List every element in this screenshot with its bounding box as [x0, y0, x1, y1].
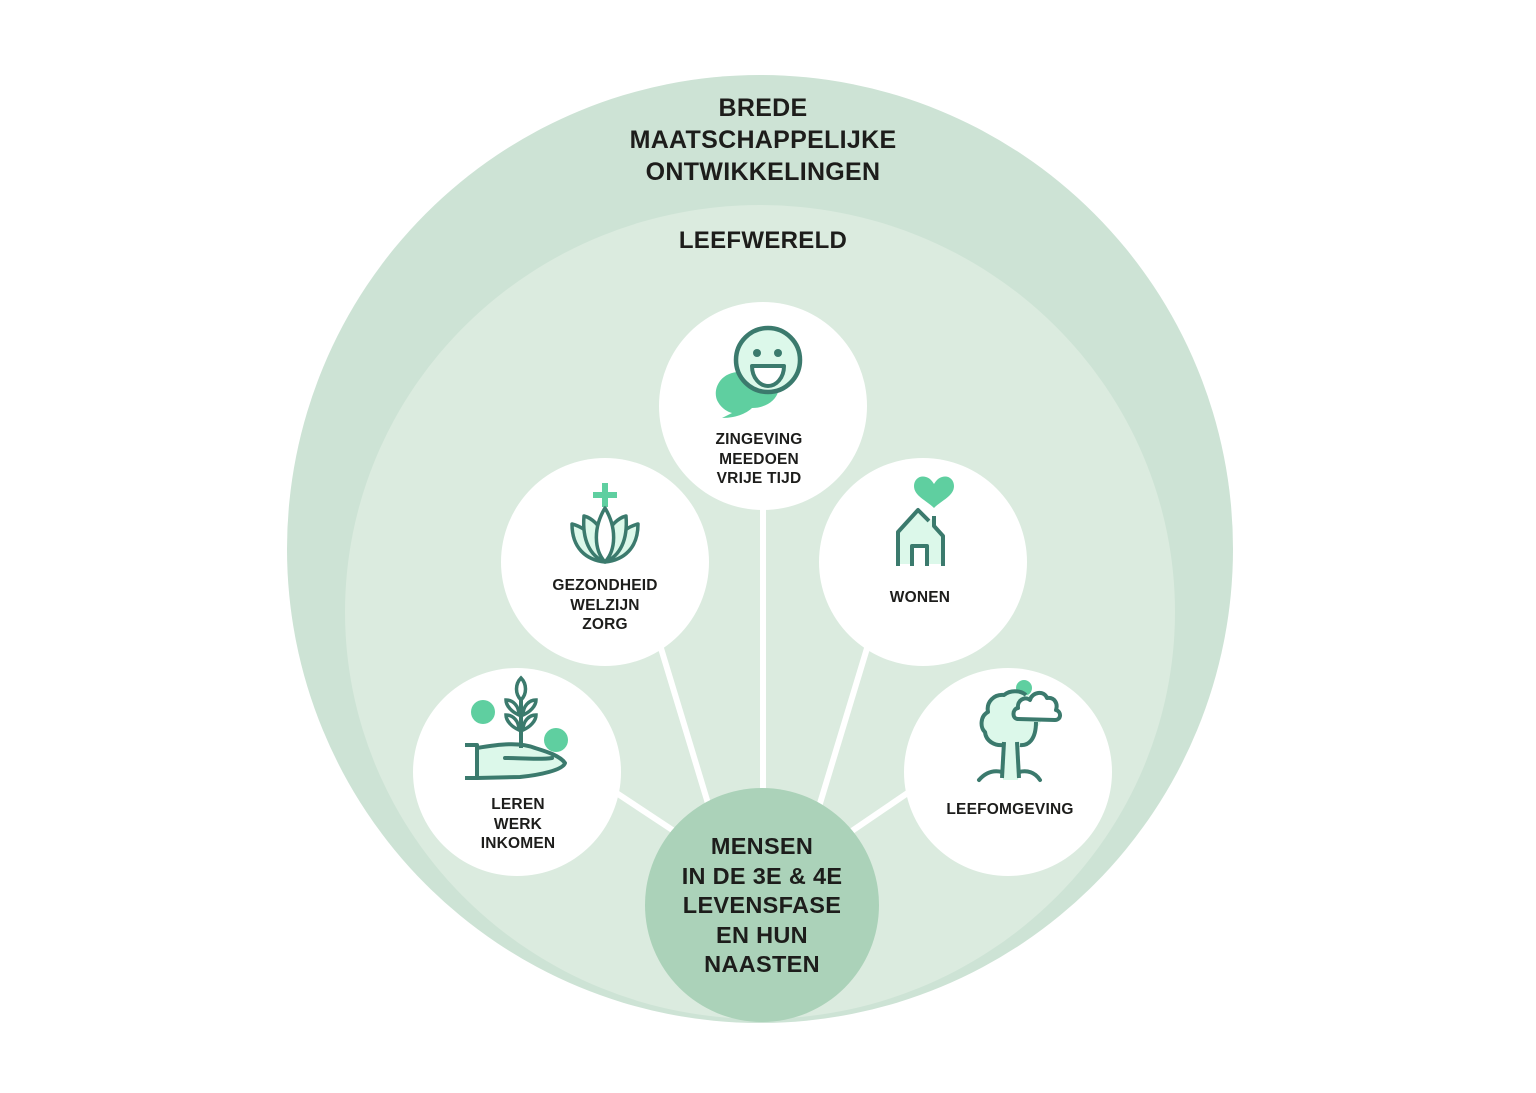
- lotus-cross-icon: [570, 483, 640, 564]
- house-heart-icon: [896, 476, 954, 566]
- node-label-line: WERK: [493, 815, 543, 833]
- node-label-line: LEREN: [491, 796, 545, 813]
- node-label-wonen: WONEN: [890, 588, 950, 608]
- connector-leren: [610, 787, 682, 838]
- node-label-line: WELZIJN: [570, 596, 640, 614]
- center-label-line: IN DE 3E & 4E: [681, 862, 843, 889]
- center-circle: [645, 788, 879, 1022]
- node-label-line: ZINGEVING: [715, 431, 803, 448]
- outer-ring-title-line: MAATSCHAPPELIJKE: [629, 126, 897, 154]
- center-label-line: MENSEN: [710, 833, 814, 859]
- inner-ring-title-line: LEEFWERELD: [678, 227, 848, 254]
- outer-ring-title-line: ONTWIKKELINGEN: [645, 158, 881, 186]
- center-label: MENSEN IN DE 3E & 4E LEVENSFASE EN HUN N…: [682, 832, 843, 980]
- center-label-line: EN HUN: [716, 921, 808, 948]
- connectors: [610, 505, 914, 838]
- connector-leefomgeving: [844, 787, 914, 838]
- node-label-line: VRIJE TIJD: [716, 470, 802, 487]
- node-label-zingeving: ZINGEVING MEEDOEN VRIJE TIJD: [715, 430, 802, 489]
- node-label-line: ZORG: [582, 616, 628, 633]
- node-label-line: LEEFOMGEVING: [946, 801, 1074, 818]
- connector-wonen: [815, 644, 871, 811]
- smiley-speech-bubble-icon: [715, 325, 803, 418]
- node-label-line: INKOMEN: [480, 835, 556, 852]
- node-label-leefomgeving: LEEFOMGEVING: [946, 800, 1073, 820]
- tree-cloud-icon: [977, 680, 1062, 782]
- node-label-leren: LEREN WERK INKOMEN: [481, 795, 556, 854]
- outer-ring-title-line: BREDE: [718, 94, 808, 122]
- node-label-line: WONEN: [889, 589, 951, 606]
- node-label-line: GEZONDHEID: [552, 577, 658, 594]
- inner-ring-title: LEEFWERELD: [679, 226, 847, 256]
- hand-plant-icon: [465, 675, 568, 780]
- center-label-line: LEVENSFASE: [682, 892, 842, 918]
- center-label-line: NAASTEN: [704, 951, 820, 977]
- node-label-gezondheid: GEZONDHEID WELZIJN ZORG: [552, 576, 657, 635]
- outer-ring-title: BREDE MAATSCHAPPELIJKE ONTWIKKELINGEN: [630, 92, 897, 188]
- node-label-line: MEEDOEN: [719, 450, 799, 468]
- connector-gezondheid: [657, 644, 713, 811]
